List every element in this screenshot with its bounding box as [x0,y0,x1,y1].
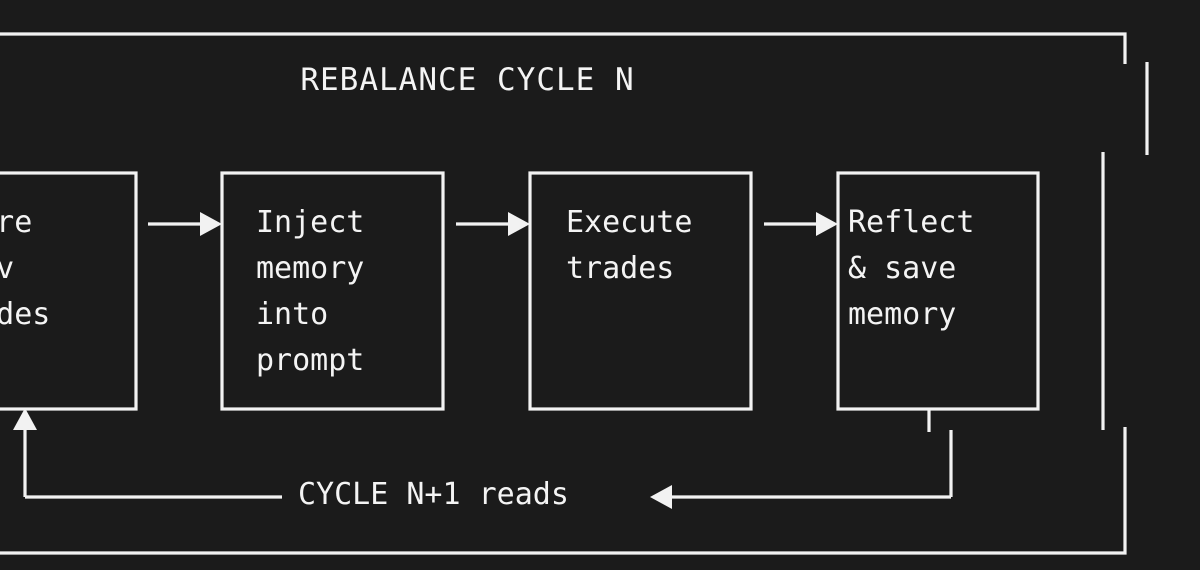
box-inject-memory-into-prompt [220,171,445,411]
feedback-loop-label: CYCLE N+1 reads [298,477,569,512]
box-label-execute-trades: Execute trades [566,205,693,286]
outer-boundary-top-line [0,32,1127,64]
box-store-prev-trades [0,171,138,411]
box-label-reflect-and-save-memory: Reflect & save memory [848,205,975,332]
arrow-head-left-feedback [650,485,672,509]
arrow-head-right-1 [200,212,222,236]
box-label-store-prev-trades: Store prev trades [0,205,51,332]
outer-boundary-bottom-line [0,427,1127,555]
box-reflect-and-save-memory [836,171,1040,411]
box-execute-trades [528,171,753,411]
arrow-head-up-return [13,408,37,430]
page-title: REBALANCE CYCLE N [300,62,635,98]
arrow-head-right-2 [508,212,530,236]
box-label-inject-memory-into-prompt: Inject memory into prompt [256,205,365,378]
arrow-head-right-3 [816,212,838,236]
